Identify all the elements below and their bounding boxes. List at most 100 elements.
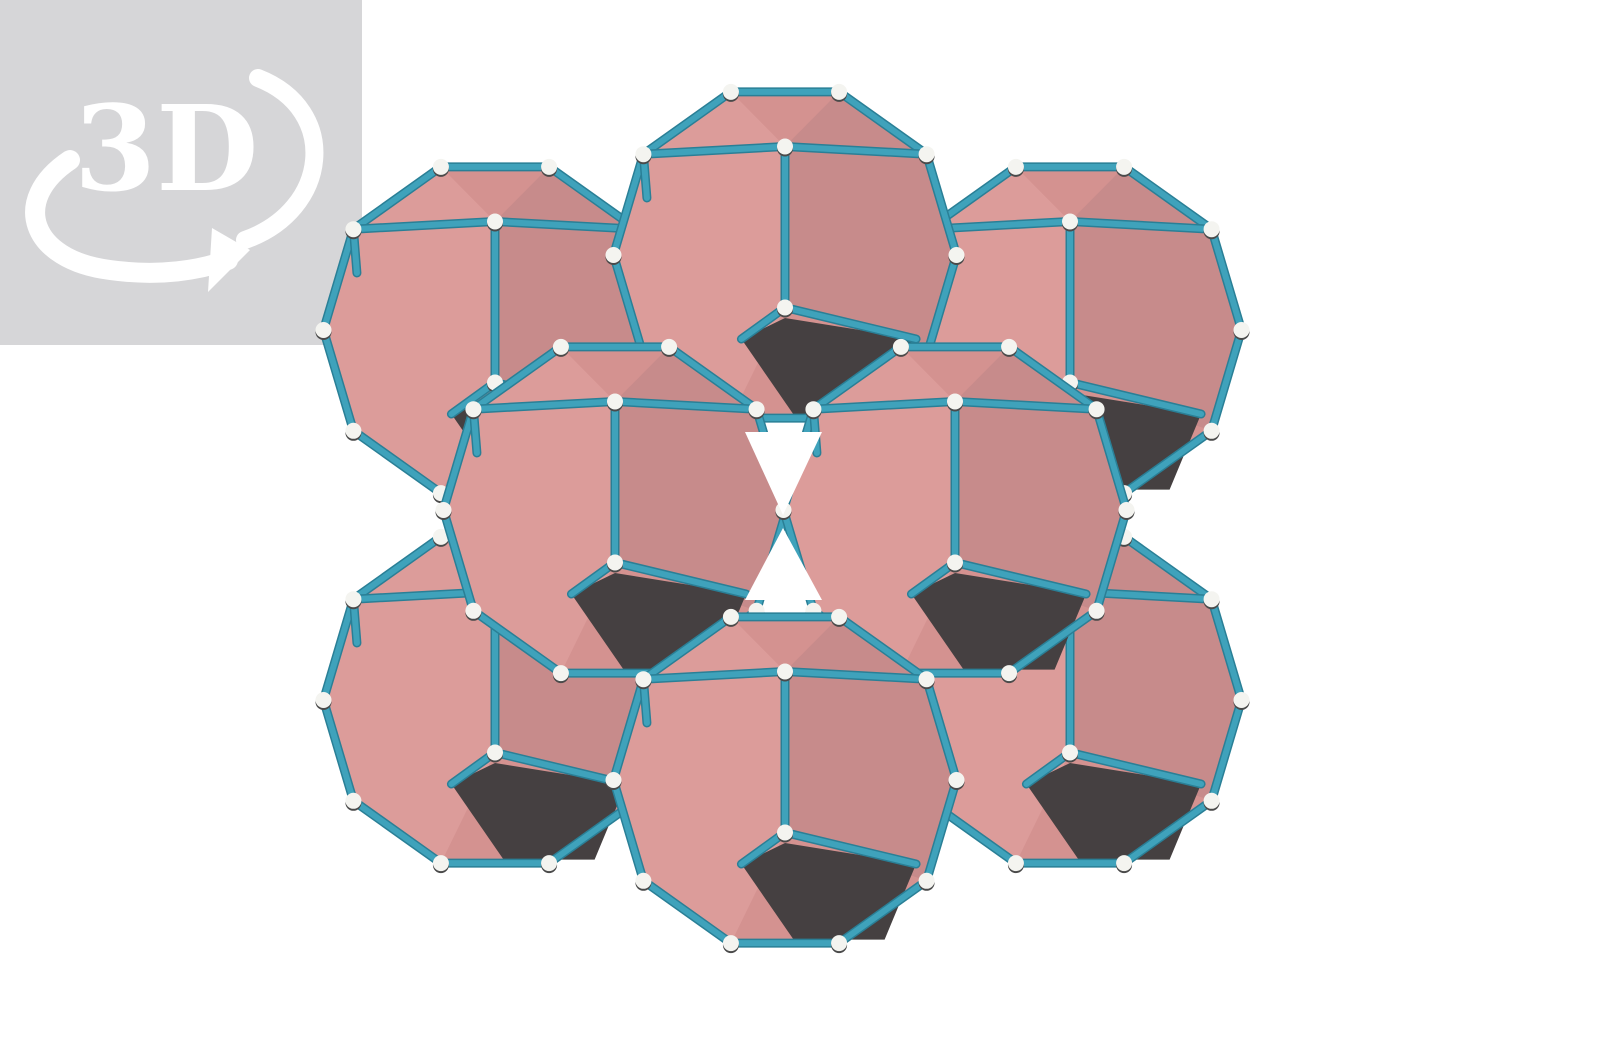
atom-node [432, 528, 449, 545]
cage-edge [1208, 596, 1245, 703]
cage-edge [952, 398, 1100, 413]
cage-edge [320, 327, 357, 434]
atom-node [315, 692, 332, 708]
cage-edge [1093, 507, 1130, 614]
cage-edge [923, 676, 960, 783]
cage-edge [1121, 163, 1215, 233]
cage-edge [782, 829, 920, 867]
cage-edge [492, 749, 630, 787]
cage-edge [836, 877, 930, 947]
cage-edge [610, 777, 647, 884]
atom-node [635, 671, 652, 688]
cage-edge [1006, 607, 1100, 677]
cage-edge [640, 613, 734, 683]
atom-node [948, 772, 965, 788]
atom-node [1203, 792, 1220, 809]
rotate-3d-icon: 3D [25, 69, 324, 292]
atom-node [1233, 692, 1250, 708]
atom-node [465, 401, 482, 418]
cage-edge [610, 252, 647, 359]
atom-node [918, 671, 935, 688]
cage-edge [440, 406, 477, 513]
cage-edge [782, 304, 920, 342]
atom-node [552, 338, 569, 355]
atom-node [722, 935, 739, 952]
cage-edge [1006, 343, 1100, 413]
3d-rotate-badge[interactable]: 3D [0, 0, 362, 345]
cage-group [315, 83, 1250, 954]
atom-node [1203, 591, 1220, 608]
cage-middle-right [775, 338, 1135, 684]
cage-edge [470, 343, 564, 413]
center-window-lower [745, 528, 822, 600]
atom-node [432, 855, 449, 872]
cage-edge [350, 163, 444, 233]
atom-node [831, 935, 848, 952]
cage-edge [1121, 427, 1215, 497]
atom-node [1001, 665, 1018, 682]
atom-node [722, 83, 739, 100]
atom-node [1088, 401, 1105, 418]
cage-edge [1067, 218, 1215, 233]
cage-edge [836, 88, 930, 158]
atom-node [1233, 322, 1250, 338]
cage-edge [782, 143, 930, 158]
cage-edge [1208, 327, 1245, 434]
atom-node [345, 792, 362, 809]
atom-node [831, 608, 848, 625]
cage-edge [440, 507, 477, 614]
atom-node [605, 247, 622, 263]
cage-edge [810, 398, 958, 413]
cage-edge [1208, 226, 1245, 333]
atom-node [722, 608, 739, 625]
atom-node [487, 744, 503, 761]
cage-edge [350, 797, 444, 867]
cage-edge [320, 596, 357, 703]
atom-node [345, 591, 362, 608]
cage-edge [1067, 749, 1205, 787]
atom-node [918, 146, 935, 163]
cage-edge [640, 877, 734, 947]
atom-node [777, 299, 793, 316]
cage-edge [612, 398, 760, 413]
atom-node [777, 824, 793, 841]
atom-node [918, 872, 935, 889]
atom-node [541, 158, 558, 175]
center-window-upper [745, 432, 822, 515]
atom-node [948, 247, 965, 263]
atom-node [435, 502, 452, 518]
atom-node [1062, 744, 1078, 761]
atom-node [892, 338, 909, 355]
atom-node [777, 138, 793, 155]
atom-node [487, 213, 503, 230]
cage-edge [470, 398, 618, 413]
atom-node [1118, 502, 1135, 518]
atom-node [661, 338, 678, 355]
cage-edge [952, 559, 1090, 597]
cage-edge [350, 427, 444, 497]
cage-edge [923, 777, 960, 884]
atom-node [635, 872, 652, 889]
cage-edge [640, 668, 788, 683]
atom-node [1203, 422, 1220, 439]
cage-edge [610, 151, 647, 258]
atom-node [777, 663, 793, 680]
atom-node [947, 554, 963, 571]
atom-node [552, 665, 569, 682]
atom-node [635, 146, 652, 163]
cage-edge [320, 697, 357, 804]
atom-node [432, 158, 449, 175]
cage-edge [1067, 379, 1205, 417]
atom-node [607, 554, 623, 571]
cage-edge [923, 151, 960, 258]
atom-node [1116, 158, 1133, 175]
cage-bottom [605, 608, 965, 954]
cage-edge [320, 226, 357, 333]
atom-node [1088, 602, 1105, 619]
atom-node [1007, 158, 1024, 175]
cage-edge [1121, 533, 1215, 603]
cage-edge [1093, 406, 1130, 513]
center-window [745, 432, 822, 600]
